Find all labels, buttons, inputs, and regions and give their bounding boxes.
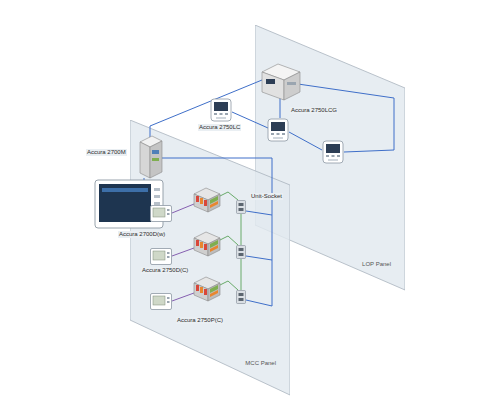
touch-display — [154, 202, 160, 205]
gateway-module — [262, 64, 300, 100]
panel-shape — [130, 120, 290, 395]
gateway-module — [262, 72, 284, 100]
device-label: Accura 2750D(C) — [141, 267, 189, 274]
illustration-part — [150, 80, 262, 138]
touch-display — [102, 188, 148, 192]
device-label: Accura 2700M — [86, 149, 127, 156]
unit-socket — [237, 201, 246, 214]
illustration-part — [160, 158, 272, 306]
unit-socket — [237, 246, 246, 259]
illustration-part — [220, 281, 238, 290]
illustration-part — [172, 204, 194, 301]
illustration-part — [241, 259, 242, 290]
master-module — [152, 158, 159, 161]
illustration-part — [172, 248, 194, 256]
device-label: Accura 2750LC — [198, 124, 241, 131]
illustration-part — [298, 84, 394, 152]
illustration-part — [220, 192, 238, 200]
master-module — [152, 150, 159, 154]
illustration-part — [220, 236, 238, 245]
touch-display — [154, 195, 160, 198]
mcc-relay — [194, 188, 220, 212]
touch-display — [154, 188, 160, 191]
illustration-part — [246, 211, 272, 215]
lop-meter — [323, 141, 343, 163]
mcc-relay — [194, 232, 220, 256]
lop-meter — [211, 99, 231, 121]
gateway-module — [284, 72, 300, 100]
device-label: Unit-Socket — [250, 193, 283, 200]
master-module — [140, 136, 162, 178]
master-module — [140, 142, 150, 178]
illustration-part — [246, 256, 272, 260]
panel-title: LOP Panel — [362, 261, 391, 267]
unit-socket — [237, 291, 246, 304]
panel-title: MCC Panel — [245, 360, 276, 366]
illustration-part — [289, 132, 322, 150]
illustration-part — [241, 214, 242, 245]
mcc-display — [151, 206, 172, 222]
master-module — [150, 141, 162, 178]
mcc-relay — [194, 277, 220, 301]
illustration-part — [172, 204, 194, 213]
lop-meter — [268, 119, 288, 141]
device-label: Accura 2700D(w) — [118, 231, 166, 238]
touch-display — [99, 184, 151, 222]
gateway-module — [266, 79, 275, 84]
device-label: Accura 2750LCG — [290, 107, 338, 114]
mcc-display — [151, 294, 172, 310]
illustration-part — [172, 293, 194, 301]
device-label: Accura 2750P(C) — [176, 317, 224, 324]
gateway-module — [287, 82, 296, 85]
mcc-display — [151, 249, 172, 265]
illustration-part — [280, 98, 281, 118]
